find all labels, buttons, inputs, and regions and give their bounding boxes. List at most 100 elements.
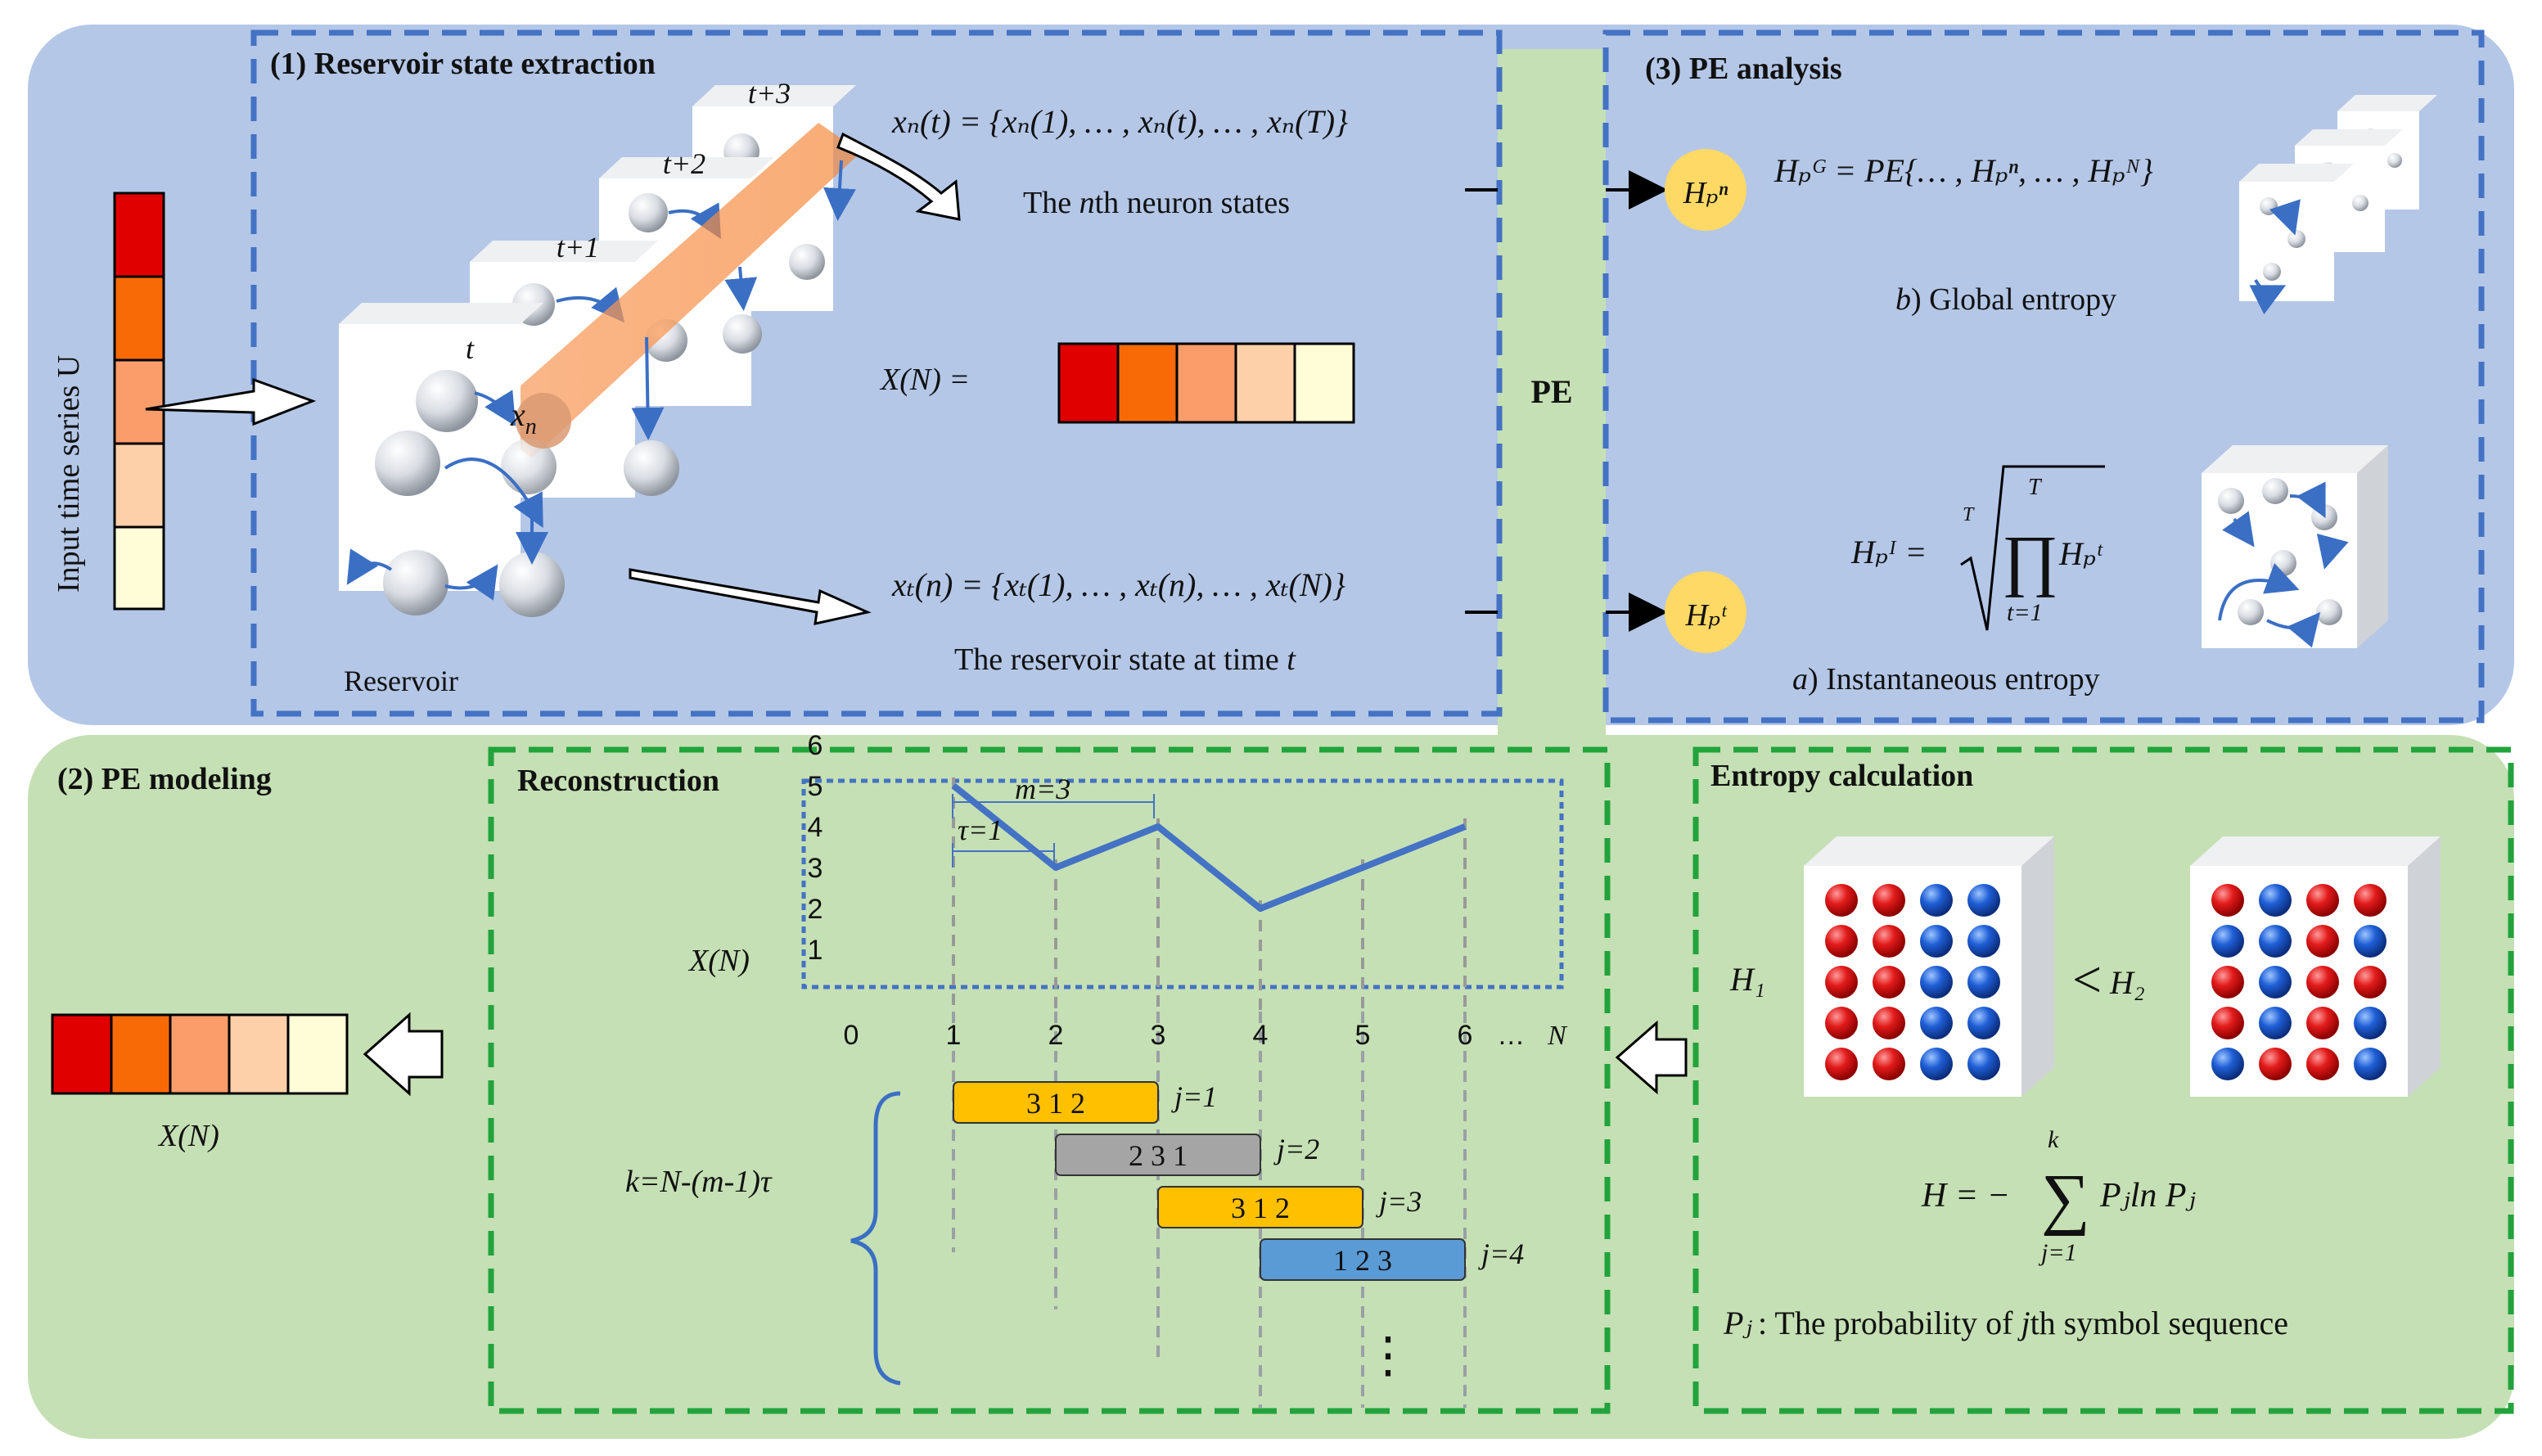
state-cell — [1116, 342, 1179, 424]
time-label-t3: t+3 — [748, 77, 791, 110]
blue-ball — [1967, 1007, 2000, 1039]
red-ball — [2211, 1007, 2244, 1039]
x-tick-label: 1 — [946, 1020, 962, 1051]
blue-ball — [2259, 925, 2292, 958]
x-tick-label: 0 — [844, 1020, 859, 1051]
inst-prod-bot: t=1 — [2007, 599, 2043, 626]
node-hpn-label: Hₚⁿ — [1683, 176, 1728, 210]
blue-ball — [2354, 1048, 2387, 1080]
input-cell — [113, 525, 165, 611]
blue-ball — [1920, 925, 1953, 958]
inst-prod-symbol: ∏ — [2002, 522, 2058, 598]
reservoir-cube-t — [339, 303, 679, 617]
red-ball — [1873, 1048, 1905, 1080]
blue-ball — [2211, 1048, 2244, 1080]
input-arrow — [145, 377, 317, 426]
chart-ylabel: X(N) — [687, 944, 750, 978]
XN-label: X(N) = — [879, 363, 970, 397]
h1-label: H₁ — [1729, 961, 1765, 998]
pe-band — [1498, 49, 1606, 735]
state-cell — [1057, 342, 1120, 424]
inst-root — [1960, 465, 2105, 631]
x-tick-label: 2 — [1048, 1020, 1064, 1051]
red-ball — [2306, 966, 2339, 998]
model-XN-label: X(N) — [157, 1119, 219, 1153]
red-ball — [2306, 1048, 2339, 1080]
input-cell — [113, 358, 165, 445]
flow-arrow — [823, 160, 856, 221]
inst-term: Hₚᵗ — [2058, 535, 2103, 572]
sequence-symbols: 3 1 2 — [1231, 1192, 1290, 1224]
x-tick-label: 5 — [1355, 1020, 1371, 1051]
blue-ball — [1967, 966, 2000, 998]
x-tick-label: 6 — [1458, 1020, 1473, 1051]
reconstruction-title: Reconstruction — [517, 764, 719, 798]
model-cell — [169, 1013, 231, 1095]
state-cell — [1175, 342, 1237, 424]
entropy-formula-lhs: H = − — [1921, 1177, 2010, 1215]
entropy-cube-h2 — [2190, 836, 2441, 1097]
global-formula: Hₚᴳ = PE{… , Hₚⁿ, … , Hₚᴺ} — [1774, 152, 2153, 189]
blue-ball — [1967, 1048, 2000, 1080]
xn-caption: The nth neuron states — [1023, 186, 1290, 220]
sum-symbol: ∑ — [2041, 1161, 2090, 1237]
time-label-t2: t+2 — [663, 147, 705, 180]
blue-ball — [2211, 925, 2244, 958]
instant-cube — [2202, 445, 2388, 648]
red-ball — [1825, 884, 1858, 917]
sequence-symbols: 2 3 1 — [1129, 1139, 1188, 1172]
red-ball — [2306, 1007, 2339, 1039]
blue-ball — [2259, 884, 2292, 917]
x-tick-label: N — [1547, 1021, 1568, 1051]
blue-ball — [2354, 1007, 2387, 1039]
red-ball — [2211, 966, 2244, 998]
lt-sign: < — [2072, 950, 2102, 1008]
inst-root-index: T — [1963, 504, 1975, 525]
sequence-label: j=3 — [1376, 1185, 1422, 1218]
m-bracket — [952, 794, 1155, 868]
entropy-arrow — [1615, 1020, 1688, 1095]
blue-ball — [1920, 1007, 1953, 1039]
flow-arrow — [631, 336, 665, 440]
state-arrow — [629, 568, 872, 625]
inst-lhs: Hₚᴵ = — [1850, 534, 1927, 570]
global-cubes — [2239, 95, 2437, 315]
x-tick-label: 3 — [1151, 1020, 1166, 1051]
sequence-label: j=1 — [1171, 1080, 1217, 1113]
state-cell — [1234, 342, 1296, 424]
k-formula: k=N-(m-1)τ — [625, 1165, 773, 1199]
red-ball — [2306, 925, 2339, 958]
model-cell — [228, 1013, 290, 1095]
ellipsis: ⋮ — [1363, 1328, 1413, 1382]
blue-ball — [1920, 884, 1953, 917]
inst-caption: a) Instantaneous entropy — [1792, 662, 2100, 696]
flow-arrow — [724, 266, 758, 311]
global-caption: b) Global entropy — [1895, 282, 2116, 317]
y-tick-label: 1 — [808, 935, 823, 966]
node-hpt-label: Hₚᵗ — [1684, 598, 1728, 633]
input-series — [113, 192, 165, 611]
red-ball — [2211, 884, 2244, 917]
reconstruction-box — [488, 746, 1611, 1414]
y-tick-label: 3 — [808, 853, 823, 884]
section-2-title: (2) PE modeling — [57, 762, 272, 796]
blue-ball — [1967, 884, 2000, 917]
time-label-t1: t+1 — [557, 231, 599, 264]
xn-formula: xₙ(t) = {xₙ(1), … , xₙ(t), … , xₙ(T)} — [891, 103, 1348, 140]
x-tick-label: … — [1497, 1020, 1525, 1051]
red-ball — [1825, 925, 1858, 958]
red-ball — [1873, 966, 1905, 998]
tau-label: τ=1 — [958, 814, 1003, 846]
red-ball — [2354, 884, 2387, 917]
red-ball — [2259, 1048, 2292, 1080]
y-tick-label: 4 — [808, 812, 823, 843]
red-ball — [2354, 966, 2387, 998]
red-ball — [1825, 1048, 1858, 1080]
sequence-bar — [953, 1081, 1159, 1124]
node-hpn — [1665, 149, 1746, 231]
modeling-vector — [51, 1013, 349, 1095]
section-3-box — [1602, 29, 2485, 723]
red-ball — [1873, 1007, 1905, 1039]
